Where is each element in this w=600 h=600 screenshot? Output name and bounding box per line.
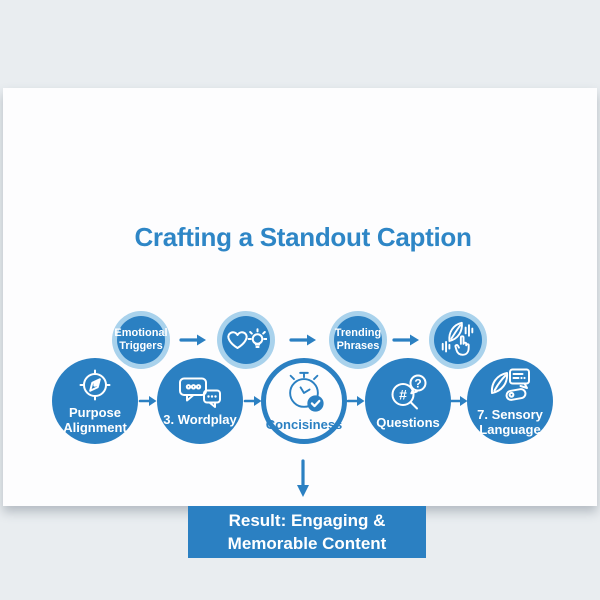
arrow-down-icon <box>297 459 309 497</box>
arrow-right-icon <box>289 334 316 346</box>
compass-icon <box>79 369 111 400</box>
node-wordplay: 3. Wordplay <box>157 358 243 444</box>
node-label: Emotional Triggers <box>114 327 168 352</box>
arrow-right-icon <box>449 396 468 406</box>
arrow-right-icon <box>243 396 262 406</box>
node-label: 3. Wordplay <box>163 411 237 427</box>
heart-lightbulb-icon <box>227 328 267 349</box>
node-purpose-alignment: Purpose Alignment <box>52 358 138 444</box>
hashtag-search-question-icon: # ? <box>391 374 427 409</box>
leaf-chat-icon <box>490 368 530 401</box>
result-label: Result: Engaging & Memorable Content <box>227 511 387 553</box>
node-concisiness: Concisiness <box>261 358 347 444</box>
node-emotional-triggers: Emotional Triggers <box>112 311 170 369</box>
arrow-right-icon <box>392 334 419 346</box>
leaf-soundwave-tap-icon <box>441 321 474 356</box>
node-label: Concisiness <box>265 417 343 432</box>
result-banner: Result: Engaging & Memorable Content <box>188 506 426 558</box>
arrow-right-icon <box>346 396 365 406</box>
node-sensory-tap <box>429 311 487 369</box>
stopwatch-check-icon <box>289 371 324 412</box>
svg-text:#: # <box>399 386 407 402</box>
page-title: Crafting a Standout Caption <box>134 222 472 252</box>
speech-bubbles-icon <box>179 377 221 408</box>
svg-text:?: ? <box>414 376 421 390</box>
slide-card: Crafting a Standout Caption Emotional Tr… <box>3 88 597 558</box>
node-label: Trending Phrases <box>334 327 382 352</box>
node-label: 7. Sensory Language <box>477 406 543 437</box>
node-questions: # ? Questions <box>365 358 451 444</box>
node-heart-idea <box>217 311 275 369</box>
arrow-right-icon <box>179 334 206 346</box>
arrow-right-icon <box>138 396 157 406</box>
node-trending-phrases: Trending Phrases <box>329 311 387 369</box>
node-sensory-language: 7. Sensory Language <box>467 358 553 444</box>
node-label: Purpose Alignment <box>63 404 127 435</box>
node-label: Questions <box>376 414 440 430</box>
